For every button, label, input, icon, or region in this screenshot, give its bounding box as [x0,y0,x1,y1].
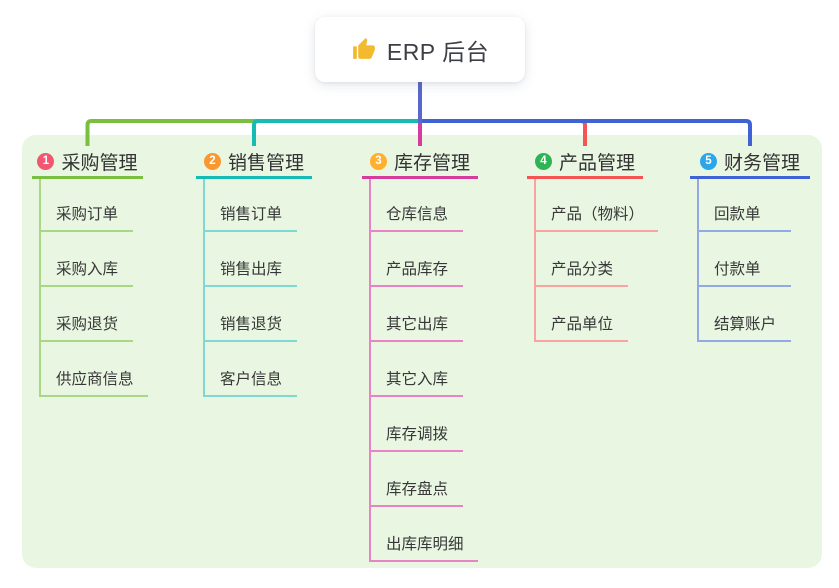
root-label: ERP 后台 [386,38,490,65]
branch-node[interactable]: 2 销售管理 [196,147,312,179]
child-node-label: 库存盘点 [386,480,449,498]
branch-number-badge: 5 [699,153,717,170]
child-node[interactable]: 其它入库 [369,364,463,397]
child-node-label: 出库库明细 [386,535,464,553]
child-node-label: 付款单 [714,260,761,278]
child-node[interactable]: 客户信息 [203,364,297,397]
branch-node[interactable]: 3 库存管理 [362,147,478,179]
branch-node[interactable]: 4 产品管理 [527,147,643,179]
child-node-label: 其它入库 [386,370,449,388]
child-node[interactable]: 采购退货 [39,309,133,342]
child-node[interactable]: 产品单位 [534,309,628,342]
child-node-label: 库存调拨 [386,425,449,443]
child-node-label: 回款单 [714,205,761,223]
branch-number-badge: 2 [203,153,221,170]
child-node[interactable]: 销售订单 [203,199,297,232]
branch-node[interactable]: 5 财务管理 [690,147,810,179]
child-node-label: 结算账户 [714,315,777,333]
branch-number-badge: 4 [534,153,552,170]
child-node-label: 客户信息 [220,370,283,388]
child-node[interactable]: 库存盘点 [369,474,463,507]
child-node-label: 仓库信息 [386,205,449,223]
child-node[interactable]: 库存调拨 [369,419,463,452]
child-node-label: 产品单位 [551,315,614,333]
child-node[interactable]: 付款单 [697,254,791,287]
child-node[interactable]: 采购订单 [39,199,133,232]
child-node[interactable]: 产品库存 [369,254,463,287]
branch-number-badge: 3 [369,153,387,170]
child-node[interactable]: 回款单 [697,199,791,232]
branches-panel [22,135,822,568]
thumbs-up-icon [351,37,376,62]
child-node-label: 销售订单 [220,205,283,223]
branch-number-badge: 1 [37,153,55,170]
child-node-label: 采购订单 [56,205,119,223]
child-node-label: 采购退货 [56,315,119,333]
child-node[interactable]: 供应商信息 [39,364,148,397]
child-node-label: 供应商信息 [56,370,134,388]
child-node[interactable]: 采购入库 [39,254,133,287]
child-node[interactable]: 仓库信息 [369,199,463,232]
branch-label: 销售管理 [227,153,304,174]
child-node[interactable]: 销售退货 [203,309,297,342]
child-node-label: 其它出库 [386,315,449,333]
child-node[interactable]: 产品（物料） [534,199,659,232]
branch-node[interactable]: 1 采购管理 [32,147,143,179]
child-node[interactable]: 其它出库 [369,309,463,342]
branch-label: 产品管理 [558,153,635,174]
branch-label: 财务管理 [723,153,800,174]
child-node-label: 产品分类 [551,260,614,278]
branch-label: 采购管理 [61,153,138,174]
child-node-label: 销售出库 [220,260,283,278]
child-node-label: 采购入库 [56,260,119,278]
child-node[interactable]: 结算账户 [697,309,791,342]
child-node-label: 销售退货 [220,315,283,333]
child-node-label: 产品库存 [386,260,449,278]
branch-label: 库存管理 [393,153,470,174]
root-node[interactable]: ERP 后台 [315,17,525,82]
child-node[interactable]: 产品分类 [534,254,628,287]
child-node-label: 产品（物料） [551,205,645,223]
child-node[interactable]: 销售出库 [203,254,297,287]
child-node[interactable]: 出库库明细 [369,529,478,562]
